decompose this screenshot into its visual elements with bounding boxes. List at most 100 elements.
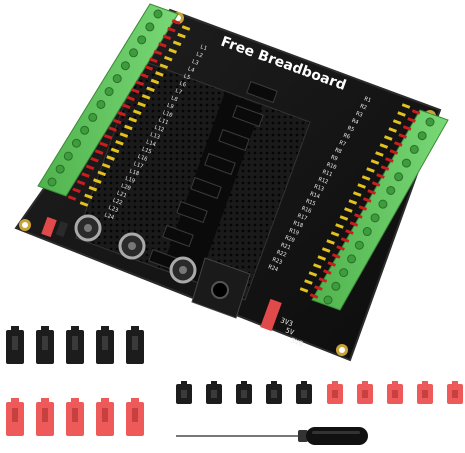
- header-pin: [146, 86, 155, 92]
- row-label: R15: [305, 199, 316, 208]
- large-red-jumpers: [6, 398, 144, 436]
- row-label: L18: [128, 168, 139, 177]
- jumper-cap: [6, 398, 24, 436]
- terminal-screw: [71, 138, 81, 148]
- header-pin: [141, 94, 151, 100]
- screwdriver: [176, 427, 368, 445]
- capacitor: [74, 214, 102, 242]
- jumper-cap: [417, 381, 433, 404]
- jumper-cap: [387, 381, 403, 404]
- terminal-screw: [137, 35, 147, 45]
- large-black-jumpers: [6, 326, 144, 364]
- header-pin: [137, 101, 146, 108]
- row-label: L24: [103, 212, 115, 221]
- row-label: L22: [112, 198, 123, 207]
- header-pin: [411, 109, 421, 115]
- ic-chip: [218, 128, 250, 152]
- jumper-cap: [66, 326, 84, 364]
- header-pin: [401, 103, 411, 109]
- row-label: R18: [292, 220, 303, 229]
- header-pin: [371, 181, 381, 187]
- header-pin: [379, 143, 389, 149]
- header-pin: [357, 183, 366, 189]
- header-pin: [110, 147, 120, 154]
- row-label: L1: [199, 44, 207, 52]
- terminal-screw: [96, 99, 106, 109]
- ic-chip: [162, 224, 194, 248]
- row-label: L5: [183, 73, 191, 81]
- left-terminal-block: [37, 3, 179, 197]
- header-pin: [117, 111, 127, 117]
- jumper-cap: [6, 326, 24, 364]
- jumper-cap: [236, 381, 252, 404]
- terminal-screw: [323, 295, 333, 305]
- small-red-jumpers: [327, 381, 463, 404]
- row-label: R3: [355, 111, 363, 119]
- header-pin: [97, 170, 107, 177]
- terminal-screw: [129, 48, 139, 58]
- row-label: L4: [187, 66, 196, 74]
- terminal-screw: [370, 213, 380, 223]
- jumper-cap: [126, 326, 144, 364]
- header-pin: [99, 141, 108, 148]
- row-label: L3: [191, 59, 199, 67]
- row-label: R14: [309, 191, 321, 200]
- row-label: L7: [174, 88, 182, 96]
- header-pin: [304, 279, 313, 285]
- right-pin-headers: [299, 103, 421, 299]
- header-pin: [366, 167, 375, 173]
- ic-chip-column: [148, 80, 278, 272]
- header-pin: [101, 162, 111, 169]
- header-pin: [140, 72, 149, 79]
- terminal-screw: [425, 117, 435, 127]
- header-pin: [354, 213, 363, 219]
- jumper-cap: [66, 398, 84, 436]
- header-pin: [88, 185, 98, 192]
- header-pin: [93, 178, 102, 184]
- header-pin: [162, 34, 172, 41]
- jumper-cap: [296, 381, 312, 404]
- capacitor: [169, 256, 197, 284]
- terminal-screw: [80, 125, 90, 135]
- capacitor: [118, 232, 146, 260]
- jumper-cap: [266, 381, 282, 404]
- header-pin: [149, 57, 158, 64]
- terminal-screw: [401, 158, 411, 168]
- left-row-labels: L1L2L3L4L5L6L7L8L9L10L11L12L13L14L15L16L…: [103, 44, 207, 221]
- power-label-3v3: 3V3: [279, 316, 294, 328]
- row-label: R7: [338, 140, 346, 148]
- row-label: R22: [276, 250, 287, 259]
- terminal-screw: [104, 87, 114, 97]
- jumper-cap: [126, 398, 144, 436]
- header-pin: [171, 19, 181, 25]
- header-pin: [84, 193, 93, 200]
- row-label: L21: [116, 190, 127, 199]
- row-label: L10: [162, 110, 173, 119]
- row-label: L23: [107, 205, 118, 214]
- row-label: L14: [145, 139, 157, 148]
- header-pin: [317, 255, 327, 261]
- right-row-labels: R1R2R3R4R5R6R7R8R9R10R11R12R13R14R15R16R…: [267, 96, 371, 273]
- header-pin: [340, 237, 350, 243]
- row-label: R21: [280, 242, 291, 251]
- jumper-cap: [36, 326, 54, 364]
- header-pin: [362, 197, 372, 203]
- terminal-screw: [354, 240, 364, 250]
- header-pin: [121, 103, 131, 109]
- header-pin: [388, 127, 397, 133]
- row-label: L12: [153, 125, 164, 134]
- row-label: R13: [313, 184, 324, 193]
- header-pin: [299, 287, 309, 293]
- row-label: L13: [149, 132, 160, 141]
- ic-chip: [204, 152, 236, 176]
- header-pin: [168, 48, 177, 54]
- header-pin: [393, 141, 403, 147]
- header-pin: [132, 109, 142, 115]
- row-label: R5: [347, 125, 355, 133]
- row-label: R10: [326, 162, 337, 171]
- header-pin: [163, 55, 173, 62]
- header-pin: [308, 271, 318, 277]
- header-pin: [397, 111, 406, 117]
- header-pin: [128, 117, 138, 123]
- header-pin: [126, 95, 136, 102]
